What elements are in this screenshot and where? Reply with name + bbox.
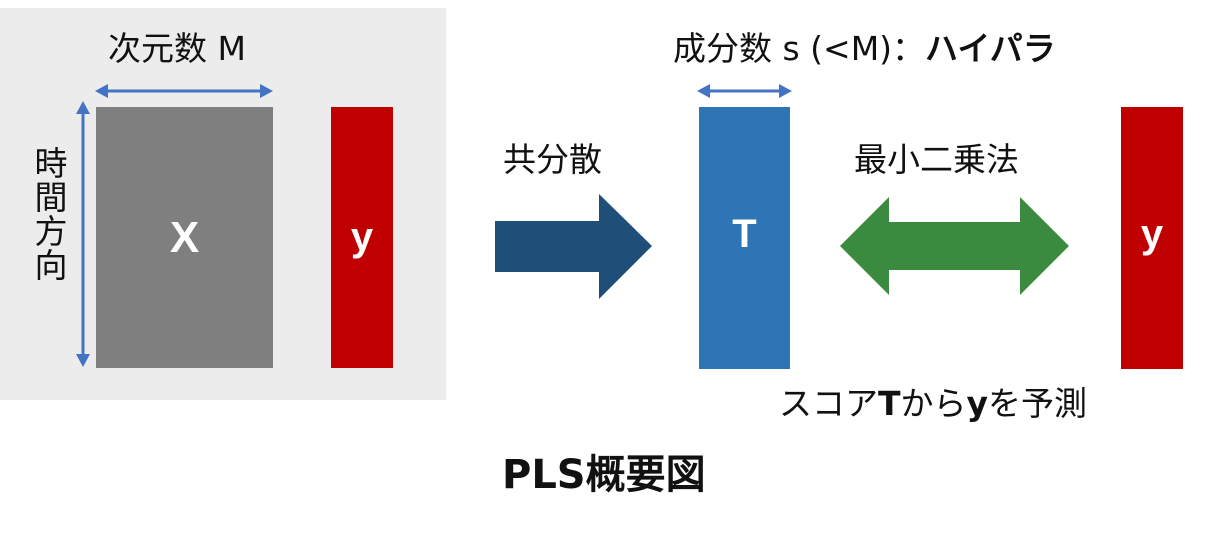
t-block-label: T [732, 211, 757, 256]
prediction-part2: から [900, 384, 967, 423]
x-matrix-block [96, 107, 273, 368]
dimension-label: 次元数 M [108, 29, 246, 68]
time-direction-label: 時間方向 [29, 146, 68, 282]
components-label-prefix: 成分数 s (<M)： [673, 29, 926, 68]
components-label: 成分数 s (<M)：ハイパラ [673, 32, 1056, 65]
covariance-label: 共分散 [503, 140, 602, 179]
time-direction-arrow [76, 101, 90, 367]
y-input-block-label: y [350, 215, 374, 259]
prediction-part3: を予測 [988, 384, 1088, 423]
least-squares-label: 最小二乗法 [854, 140, 1019, 179]
diagram-caption: PLS概要図 [502, 452, 706, 498]
components-arrow [697, 84, 792, 98]
t-score-block [699, 107, 790, 369]
prediction-part1: スコア [779, 384, 878, 423]
x-block-label: X [169, 212, 200, 262]
y-input-block [331, 107, 393, 368]
least-squares-arrow [840, 197, 1069, 295]
prediction-t: T [878, 384, 901, 423]
prediction-y: y [966, 384, 989, 423]
dimension-arrow [95, 84, 273, 98]
prediction-label: スコアTからyを予測 [779, 387, 1087, 420]
y-output-block-label: y [1140, 211, 1164, 256]
hyperparameter-label: ハイパラ [925, 29, 1056, 68]
covariance-arrow [495, 194, 652, 299]
y-output-block [1121, 107, 1183, 369]
